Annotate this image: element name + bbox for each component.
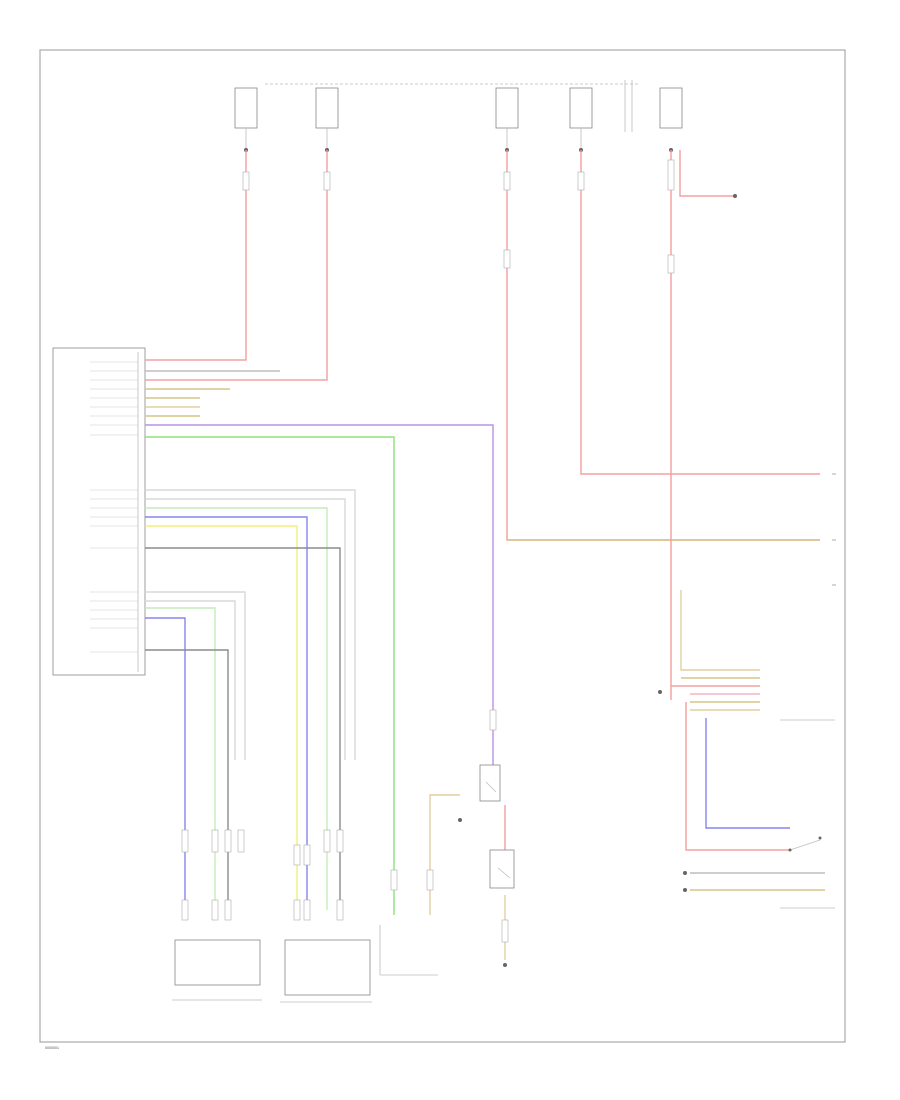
wire-blue-2 [145,617,186,915]
wire-lightgrey-1 [145,489,356,760]
wire-violet [145,424,494,765]
right-boxes [780,719,835,909]
right-switch [788,836,822,852]
wire-lightgrey-2 [145,498,346,760]
wire-yellow-1 [145,525,298,915]
middle-switch-lower [458,818,515,967]
wire-lightgreen-2 [145,607,216,915]
fuse-block-1 [234,87,258,152]
fuse-block-5 [624,80,683,152]
right-ground-marks [658,194,737,892]
wire-red-2 [145,150,328,381]
control-module [52,347,146,676]
wire-lightgreen-1 [145,507,328,910]
top-power-sources [234,80,683,152]
fuse-block-3 [495,87,519,152]
right-edge-ticks [832,473,836,586]
lower-mid-actuator [280,939,372,1003]
inline-connectors [181,159,675,943]
diagram-frame [39,49,846,1043]
wire-red-4 [580,150,820,475]
wire-lightgrey-3 [145,591,246,760]
wire-grey-2 [145,649,229,910]
wire-blue-right [705,718,790,829]
wire-red-bottom-right [685,702,790,851]
footer-code: 0000001 [45,1046,59,1050]
wire-tan-mid [429,794,460,915]
wire-tan-right [680,590,760,671]
wire-red-1 [145,150,247,361]
wire-red-5b [679,150,735,197]
wire-red-3 [506,150,820,541]
wire-grey-1 [145,547,341,910]
middle-switch-upper [479,764,501,802]
lower-center-unit [379,925,438,976]
lower-left-actuator [172,939,262,1001]
control-module-pins [90,361,138,653]
fuse-block-2 [315,87,339,152]
fuse-block-4 [569,87,593,152]
wire-lightgrey-4 [145,600,236,760]
wire-blue-1 [145,516,308,915]
wires [145,150,825,960]
wire-green-main [145,436,395,915]
